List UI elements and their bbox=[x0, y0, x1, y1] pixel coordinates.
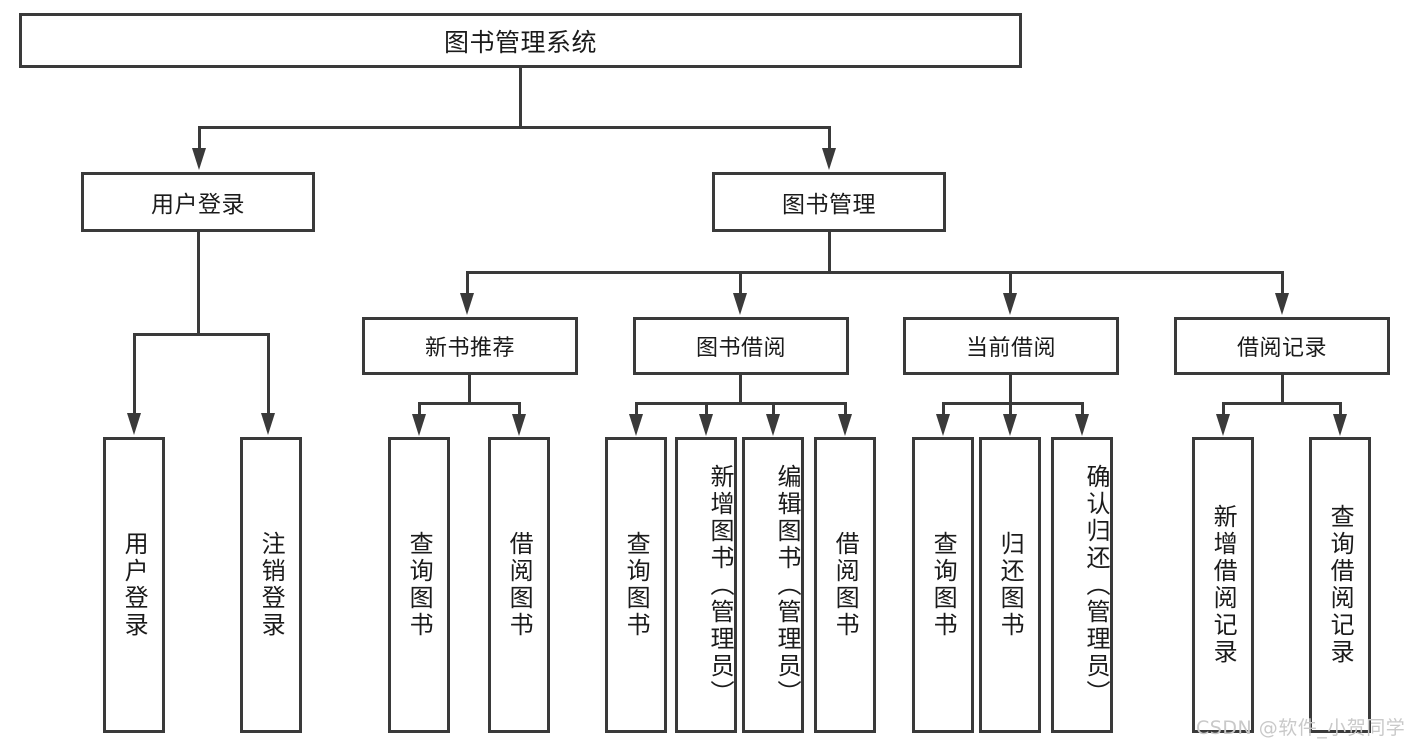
node-label: 编辑图书（管理员） bbox=[773, 463, 801, 707]
arrowhead-leaf-borrow-book-1 bbox=[512, 414, 526, 436]
connector-borrow-record-stem bbox=[1281, 375, 1284, 405]
connector-root-to-book-manage bbox=[828, 126, 831, 154]
connector-to-new-book-recommend bbox=[466, 271, 469, 299]
node-label: 新增图书（管理员） bbox=[706, 463, 734, 707]
arrowhead-leaf-confirm-return bbox=[1075, 414, 1089, 436]
arrowhead-to-book-manage bbox=[822, 148, 836, 170]
node-label: 图书借阅 bbox=[695, 336, 786, 361]
node-root-book-management-system[interactable]: 图书管理系统 bbox=[19, 13, 1022, 68]
connector-book-borrow-drop-3 bbox=[772, 402, 775, 420]
leaf-query-book-3[interactable]: 查询图书 bbox=[912, 437, 974, 733]
connector-user-login-drop-1 bbox=[133, 333, 136, 419]
arrowhead-leaf-add-borrow-record bbox=[1216, 414, 1230, 436]
node-current-borrow[interactable]: 当前借阅 bbox=[903, 317, 1119, 375]
connector-user-login-bus bbox=[133, 333, 270, 336]
connector-current-borrow-drop-3 bbox=[1081, 402, 1084, 420]
arrowhead-to-book-borrow bbox=[733, 293, 747, 315]
arrowhead-leaf-query-borrow-record bbox=[1333, 414, 1347, 436]
connector-book-manage-bus bbox=[466, 271, 1284, 274]
node-label: 图书管理 bbox=[782, 192, 876, 218]
connector-new-book-drop-2 bbox=[518, 402, 521, 420]
node-user-login[interactable]: 用户登录 bbox=[81, 172, 315, 232]
connector-root-to-user-login bbox=[198, 126, 201, 154]
csdn-watermark: CSDN @软件_小贺同学 bbox=[1196, 717, 1405, 739]
arrowhead-to-borrow-record bbox=[1275, 293, 1289, 315]
connector-user-login-drop-2 bbox=[267, 333, 270, 419]
node-label: 归还图书 bbox=[996, 531, 1025, 639]
connector-current-borrow-stem bbox=[1009, 375, 1012, 405]
connector-borrow-record-bus bbox=[1222, 402, 1342, 405]
leaf-borrow-book-1[interactable]: 借阅图书 bbox=[488, 437, 550, 733]
connector-book-borrow-drop-4 bbox=[844, 402, 847, 420]
leaf-add-borrow-record[interactable]: 新增借阅记录 bbox=[1192, 437, 1254, 733]
connector-to-book-borrow bbox=[739, 271, 742, 299]
node-label: 查询借阅记录 bbox=[1326, 504, 1355, 666]
connector-book-borrow-drop-2 bbox=[705, 402, 708, 420]
node-label: 新增借阅记录 bbox=[1209, 504, 1238, 666]
connector-book-manage-stem bbox=[828, 232, 831, 274]
node-book-borrow[interactable]: 图书借阅 bbox=[633, 317, 849, 375]
node-label: 查询图书 bbox=[405, 531, 434, 639]
connector-current-borrow-drop-1 bbox=[942, 402, 945, 420]
leaf-edit-book[interactable]: 编辑图书（管理员） bbox=[742, 437, 804, 733]
node-new-book-recommend[interactable]: 新书推荐 bbox=[362, 317, 578, 375]
arrowhead-leaf-query-book-2 bbox=[629, 414, 643, 436]
connector-borrow-record-drop-1 bbox=[1222, 402, 1225, 420]
node-label: 借阅图书 bbox=[831, 531, 860, 639]
connector-current-borrow-bus bbox=[942, 402, 1084, 405]
leaf-query-book-1[interactable]: 查询图书 bbox=[388, 437, 450, 733]
arrowhead-leaf-user-login bbox=[127, 413, 141, 435]
connector-to-borrow-record bbox=[1281, 271, 1284, 299]
leaf-query-borrow-record[interactable]: 查询借阅记录 bbox=[1309, 437, 1371, 733]
leaf-return-book[interactable]: 归还图书 bbox=[979, 437, 1041, 733]
connector-new-book-bus bbox=[418, 402, 521, 405]
node-label: 查询图书 bbox=[622, 531, 651, 639]
node-borrow-record[interactable]: 借阅记录 bbox=[1174, 317, 1390, 375]
leaf-logout-login[interactable]: 注销登录 bbox=[240, 437, 302, 733]
arrowhead-leaf-query-book-1 bbox=[412, 414, 426, 436]
node-book-management[interactable]: 图书管理 bbox=[712, 172, 946, 232]
arrowhead-leaf-return-book bbox=[1003, 414, 1017, 436]
connector-book-borrow-bus bbox=[635, 402, 847, 405]
arrowhead-leaf-add-book bbox=[699, 414, 713, 436]
arrowhead-to-new-book-recommend bbox=[460, 293, 474, 315]
connector-current-borrow-drop-2 bbox=[1009, 402, 1012, 420]
connector-new-book-stem bbox=[468, 375, 471, 405]
arrowhead-to-current-borrow bbox=[1003, 293, 1017, 315]
connector-borrow-record-drop-2 bbox=[1339, 402, 1342, 420]
node-label: 借阅图书 bbox=[505, 531, 534, 639]
connector-root-stem bbox=[519, 68, 522, 127]
node-label: 用户登录 bbox=[120, 531, 149, 639]
leaf-user-login[interactable]: 用户登录 bbox=[103, 437, 165, 733]
node-label: 确认归还（管理员） bbox=[1082, 463, 1110, 707]
node-label: 图书管理系统 bbox=[443, 27, 597, 57]
node-label: 用户登录 bbox=[151, 192, 245, 218]
leaf-query-book-2[interactable]: 查询图书 bbox=[605, 437, 667, 733]
connector-book-borrow-stem bbox=[739, 375, 742, 405]
node-label: 新书推荐 bbox=[424, 336, 515, 361]
node-label: 注销登录 bbox=[257, 531, 286, 639]
node-label: 当前借阅 bbox=[965, 336, 1056, 361]
node-label: 查询图书 bbox=[929, 531, 958, 639]
arrowhead-leaf-borrow-book-2 bbox=[838, 414, 852, 436]
arrowhead-leaf-logout-login bbox=[261, 413, 275, 435]
connector-root-bus bbox=[198, 126, 831, 129]
arrowhead-to-user-login bbox=[192, 148, 206, 170]
connector-to-current-borrow bbox=[1009, 271, 1012, 299]
connector-user-login-stem bbox=[197, 232, 200, 336]
leaf-add-book[interactable]: 新增图书（管理员） bbox=[675, 437, 737, 733]
connector-new-book-drop-1 bbox=[418, 402, 421, 420]
arrowhead-leaf-edit-book bbox=[766, 414, 780, 436]
leaf-confirm-return[interactable]: 确认归还（管理员） bbox=[1051, 437, 1113, 733]
node-label: 借阅记录 bbox=[1236, 336, 1327, 361]
leaf-borrow-book-2[interactable]: 借阅图书 bbox=[814, 437, 876, 733]
arrowhead-leaf-query-book-3 bbox=[936, 414, 950, 436]
connector-book-borrow-drop-1 bbox=[635, 402, 638, 420]
